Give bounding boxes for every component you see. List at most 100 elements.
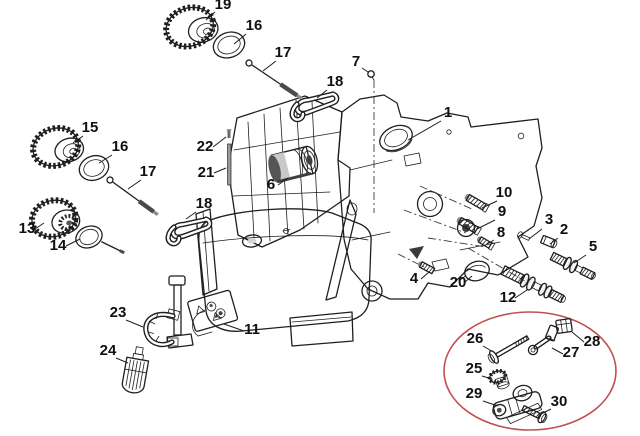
part-callout-11: 11 bbox=[244, 321, 260, 338]
part-20-cap bbox=[460, 260, 490, 282]
part-22-pin bbox=[226, 129, 232, 138]
construction-line bbox=[403, 209, 467, 234]
part-callout-29: 29 bbox=[466, 385, 483, 402]
part-callout-3: 3 bbox=[545, 211, 553, 228]
leader-line-9 bbox=[476, 219, 496, 230]
leader-line-19 bbox=[205, 11, 216, 21]
part-callout-2: 2 bbox=[560, 221, 568, 238]
part-21-rod bbox=[227, 143, 232, 186]
leader-line-24 bbox=[115, 357, 129, 364]
leader-line-27 bbox=[551, 347, 564, 355]
part-callout-21: 21 bbox=[198, 164, 215, 181]
part-18-clip-top bbox=[289, 91, 340, 123]
part-8-screw bbox=[476, 236, 496, 251]
part-26-screw bbox=[487, 335, 530, 364]
part-28-nut bbox=[555, 318, 573, 334]
leader-line-16-top bbox=[233, 33, 247, 45]
part-callout-30: 30 bbox=[551, 393, 568, 410]
part-29-bracket bbox=[492, 384, 543, 425]
filler-neck bbox=[241, 234, 263, 248]
leader-line-20 bbox=[464, 275, 473, 283]
leader-line-4 bbox=[420, 271, 430, 280]
part-callout-17-top: 17 bbox=[275, 44, 292, 61]
part-callout-18-top: 18 bbox=[327, 73, 344, 90]
part-7-ring bbox=[367, 70, 375, 213]
leader-line-25 bbox=[481, 375, 493, 380]
part-12-stud bbox=[500, 265, 566, 303]
part-callout-20: 20 bbox=[450, 274, 467, 291]
leader-line-2 bbox=[549, 237, 559, 245]
leader-line-17-left bbox=[127, 179, 142, 190]
handle-frame bbox=[195, 95, 357, 301]
part-10-screw bbox=[464, 193, 490, 213]
part-callout-16-left: 16 bbox=[112, 138, 129, 155]
leader-line-12 bbox=[514, 289, 528, 299]
part-14-oring bbox=[75, 225, 103, 249]
part-19-cap bbox=[163, 4, 219, 50]
part-callout-15: 15 bbox=[82, 119, 99, 136]
leader-line-8 bbox=[486, 239, 495, 245]
part-27-lever bbox=[527, 324, 559, 356]
part-callout-27: 27 bbox=[563, 344, 580, 361]
part-callout-24: 24 bbox=[100, 342, 117, 359]
leader-line-22 bbox=[212, 136, 227, 148]
part-1-crankcase bbox=[337, 94, 543, 302]
part-callout-8: 8 bbox=[497, 224, 505, 241]
part-16-oring-left bbox=[78, 154, 110, 182]
part-24-fuel-filter bbox=[121, 346, 150, 394]
leader-line-30 bbox=[540, 408, 552, 415]
leader-line-18-top bbox=[316, 89, 328, 99]
leader-line-1 bbox=[407, 120, 442, 141]
part-callout-13: 13 bbox=[19, 220, 36, 237]
leader-line-6 bbox=[277, 177, 289, 186]
construction-line bbox=[427, 237, 487, 248]
part-callout-6: 6 bbox=[267, 176, 275, 193]
part-callout-12: 12 bbox=[500, 289, 517, 306]
part-9-screw bbox=[456, 216, 482, 236]
front-post bbox=[195, 208, 218, 296]
part-11-warning-label bbox=[187, 289, 239, 332]
leader-line-28 bbox=[571, 331, 585, 343]
leader-line-17-top bbox=[262, 60, 277, 72]
leader-line-11 bbox=[223, 323, 245, 332]
part-15-cap bbox=[30, 124, 85, 169]
construction-line bbox=[419, 185, 473, 210]
leader-line-3 bbox=[528, 228, 543, 240]
leader-line-14 bbox=[65, 238, 81, 247]
part-callout-1: 1 bbox=[444, 104, 452, 121]
part-30-screw bbox=[521, 405, 548, 424]
part-5-stud bbox=[549, 251, 596, 281]
part-25-nut bbox=[487, 368, 510, 390]
fuel-tank bbox=[191, 208, 372, 347]
part-17-rod-left bbox=[106, 176, 159, 216]
leader-line-10 bbox=[481, 200, 498, 209]
part-23-fuel-hose bbox=[143, 308, 181, 348]
leader-line-7 bbox=[361, 67, 369, 73]
part-18-clip-left bbox=[165, 216, 213, 247]
leader-line-5 bbox=[573, 254, 587, 264]
retainer-screw bbox=[101, 241, 125, 255]
leader-line-21 bbox=[213, 167, 227, 174]
part-callout-16-top: 16 bbox=[246, 17, 263, 34]
leader-line-26 bbox=[482, 345, 496, 354]
part-callout-9: 9 bbox=[498, 203, 506, 220]
part-4-screw bbox=[417, 261, 436, 275]
part-callout-14: 14 bbox=[50, 237, 67, 254]
part-16-oring-top bbox=[212, 31, 246, 59]
part-callout-7: 7 bbox=[352, 53, 360, 70]
part-callout-19: 19 bbox=[215, 0, 232, 13]
part-callout-25: 25 bbox=[466, 360, 483, 377]
leader-line-23 bbox=[125, 319, 144, 328]
part-callout-22: 22 bbox=[197, 138, 214, 155]
part-callout-5: 5 bbox=[589, 238, 597, 255]
part-callout-10: 10 bbox=[496, 184, 513, 201]
leader-line-18-left bbox=[185, 211, 197, 220]
part-6-buffer bbox=[268, 145, 319, 184]
part-13-cap bbox=[28, 197, 81, 240]
part-callout-26: 26 bbox=[467, 330, 484, 347]
part-17-rod-top bbox=[245, 59, 303, 100]
highlight-ellipse bbox=[443, 311, 617, 431]
